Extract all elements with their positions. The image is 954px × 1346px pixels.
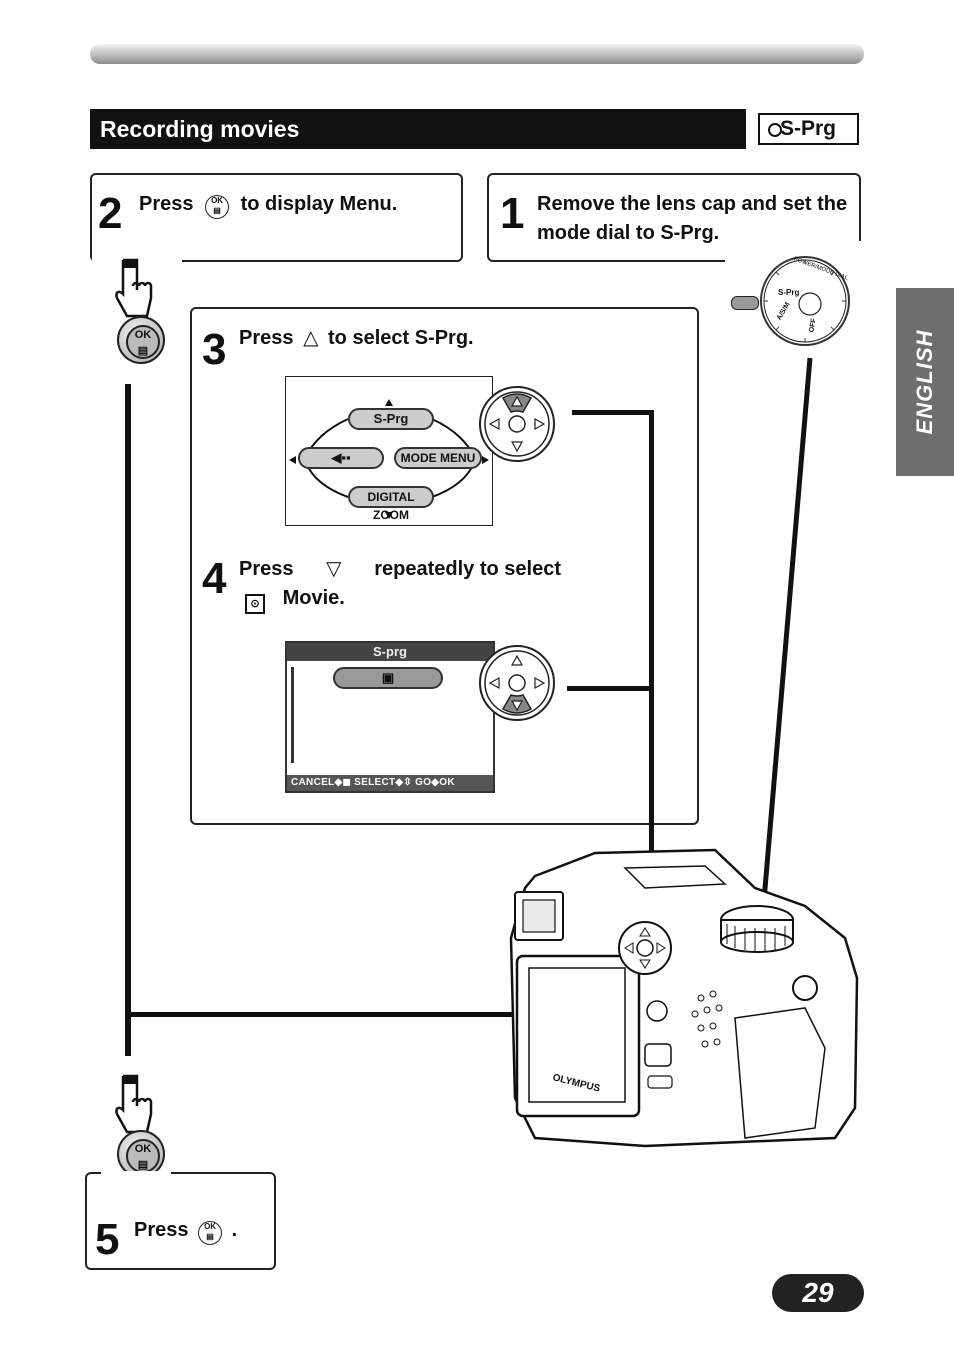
step-4-text-line2: Movie. [282, 587, 345, 609]
step-5-text: Press OK▤ . [134, 1216, 237, 1245]
sprg-lcd-footer: CANCEL◆◼ SELECT◆⇳ GO◆OK [287, 775, 493, 791]
step-5-text-before: Press [134, 1219, 189, 1241]
ok-button-icon: OK▤ [198, 1221, 223, 1245]
connector-to-camera-ok [131, 1012, 645, 1017]
ok-button-bottom-label: OK [134, 1143, 152, 1155]
page-number: 29 [772, 1274, 864, 1312]
top-decorative-bar [90, 44, 864, 64]
dpad-up-highlight [479, 386, 555, 462]
sprg-lcd-screen: S-prg ▣ CANCEL◆◼ SELECT◆⇳ GO◆OK [285, 641, 495, 793]
connector-dpad4-horizontal [567, 686, 654, 691]
step-4-number: 4 [202, 554, 227, 603]
step-3-text: Press △ to select S-Prg. [239, 324, 474, 353]
mode-circle-icon [768, 123, 782, 137]
pressing-hand-icon [115, 1074, 153, 1134]
menu-item-card-icon: ◀▪▪ [298, 447, 384, 469]
step-1-box [487, 173, 861, 263]
dial-pointer-line [760, 357, 813, 913]
step-4-text-before: Press [239, 558, 294, 580]
step-3-text-after: to select S-Prg. [328, 327, 474, 349]
mode-badge: S-Prg [758, 113, 859, 145]
step-1-number: 1 [500, 189, 525, 238]
step-2-number: 2 [98, 189, 123, 238]
ok-button-top-label: OK [134, 329, 152, 341]
pressing-hand-icon [115, 258, 153, 318]
menu-item-mode-menu: MODE MENU [394, 447, 482, 469]
dpad-arrows-icon [484, 391, 550, 457]
step-2-text-before: Press [139, 193, 194, 215]
step-5-box [85, 1171, 276, 1270]
step-3-number: 3 [202, 325, 227, 374]
step-5-number: 5 [95, 1215, 120, 1264]
mode-badge-label: S-Prg [780, 117, 837, 140]
movie-icon: ⊙ [245, 594, 265, 614]
connector-left-vertical [125, 384, 131, 1056]
step-2-text-after: to display Menu. [240, 193, 398, 215]
dial-label-sprg: S-Prg [778, 288, 800, 297]
movie-option-icon: ▣ [381, 670, 395, 685]
dpad-arrows-icon [484, 650, 550, 716]
lcd-scrollbar [291, 667, 294, 763]
dpad-down-highlight [479, 645, 555, 721]
step-1-text: Remove the lens cap and set the mode dia… [537, 193, 848, 244]
movie-option-highlight: ▣ [333, 667, 443, 689]
up-arrow-icon: △ [303, 327, 319, 349]
step-2-box [90, 173, 463, 263]
step-4-text: Press ▽ repeatedly to select ⊙ Movie. [239, 555, 561, 614]
connector-dpad3-horizontal [572, 410, 654, 415]
language-tab-label: ENGLISH [912, 329, 937, 435]
section-title: Recording movies [90, 109, 746, 149]
camera-illustration [509, 848, 859, 1148]
mode-dial: S-Prg A/S/M OFF POWER/MODE DIAL [760, 256, 850, 346]
mode-dial-graphic [763, 259, 847, 343]
dial-indicator-mark [731, 296, 759, 310]
mode-menu-screen: S-Prg ◀▪▪ MODE MENU DIGITAL ZOOM [285, 376, 493, 526]
ok-button-top: OK▤ [117, 316, 165, 364]
menu-item-digital-zoom: DIGITAL ZOOM [348, 486, 434, 522]
step-5-text-after: . [231, 1219, 238, 1241]
step-2-text: Press OK▤ to display Menu. [139, 190, 397, 219]
menu-item-sprg: S-Prg [348, 408, 434, 430]
sprg-lcd-header: S-prg [287, 643, 493, 661]
language-tab: ENGLISH [896, 288, 954, 476]
step-3-text-before: Press [239, 327, 294, 349]
ok-button-icon: OK▤ [205, 195, 230, 219]
connector-dpad-vertical [649, 410, 654, 920]
down-arrow-icon: ▽ [326, 558, 342, 580]
step-4-text-after: repeatedly to select [374, 558, 561, 580]
